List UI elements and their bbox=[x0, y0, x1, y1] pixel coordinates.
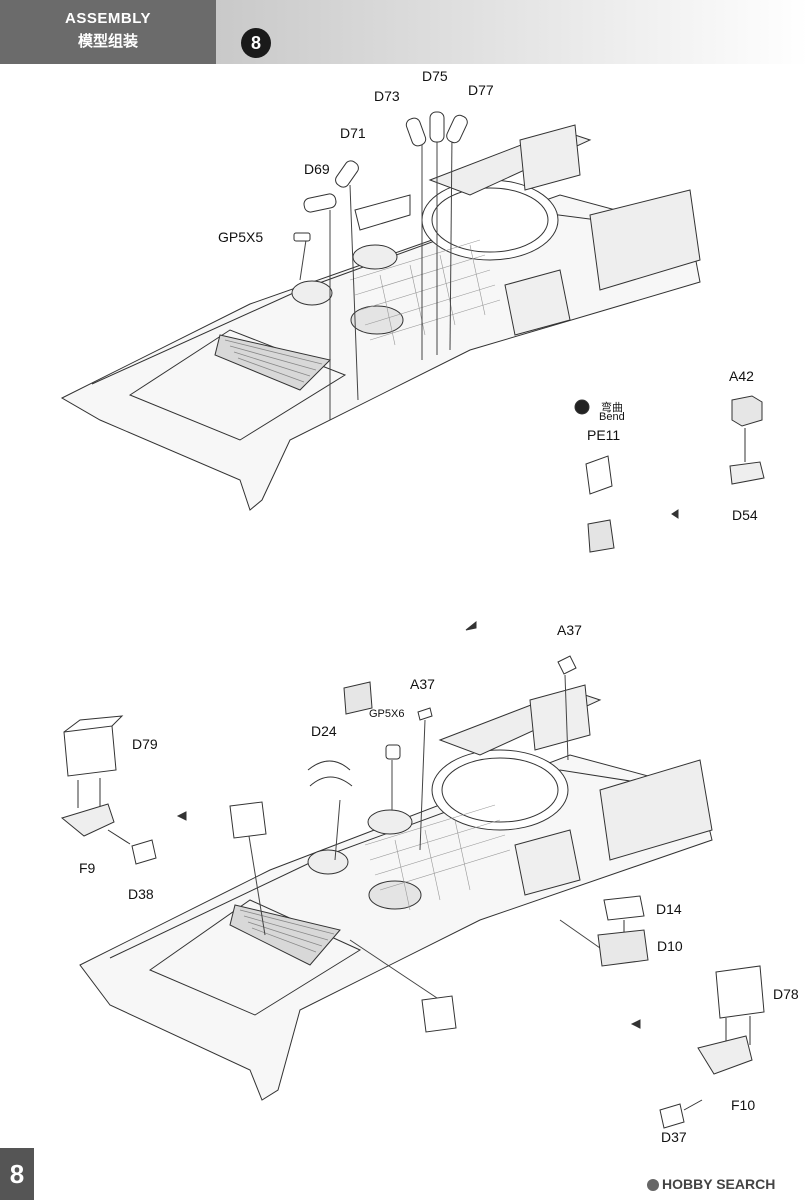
part-label-d37: D37 bbox=[661, 1129, 687, 1145]
upper-hull-drawing bbox=[60, 111, 701, 511]
header-title-cn: 模型组装 bbox=[77, 33, 138, 50]
lower-hull-drawing bbox=[79, 655, 713, 1101]
lower-left-subassembly-drawing bbox=[60, 620, 477, 865]
part-label-d14: D14 bbox=[656, 901, 682, 917]
step-number-badge: 8 bbox=[241, 28, 271, 58]
part-label-gp5x5: GP5X5 bbox=[218, 229, 264, 245]
part-label-d77: D77 bbox=[468, 82, 494, 98]
part-label-gp5x6: GP5X6 bbox=[369, 708, 405, 720]
part-label-d10: D10 bbox=[657, 938, 683, 954]
part-label-a37-right: A37 bbox=[557, 622, 582, 638]
part-label-f9: F9 bbox=[79, 860, 96, 876]
part-label-d69: D69 bbox=[304, 161, 330, 177]
lower-right-subassembly-drawing bbox=[597, 895, 765, 1129]
bend-label-cn: 弯曲 bbox=[601, 402, 623, 414]
part-label-d71: D71 bbox=[340, 125, 366, 141]
hobby-search-watermark: HOBBY SEARCH bbox=[647, 1176, 775, 1192]
part-label-f10: F10 bbox=[731, 1097, 756, 1113]
upper-subassembly-drawing bbox=[574, 395, 765, 553]
part-label-a42: A42 bbox=[729, 368, 754, 384]
part-label-d54: D54 bbox=[732, 507, 758, 523]
part-label-d78: D78 bbox=[773, 986, 799, 1002]
bend-label-en: Bend bbox=[599, 411, 625, 423]
part-label-d79: D79 bbox=[132, 736, 158, 752]
part-label-d75: D75 bbox=[422, 68, 448, 84]
part-label-pe11: PE11 bbox=[587, 427, 621, 443]
part-label-d38: D38 bbox=[128, 886, 154, 902]
part-label-d73: D73 bbox=[374, 88, 400, 104]
assembly-header: ASSEMBLY 模型组装 8 bbox=[0, 0, 809, 64]
header-title-en: ASSEMBLY bbox=[65, 10, 151, 27]
part-label-d24: D24 bbox=[311, 723, 337, 739]
header-title-block bbox=[0, 0, 216, 64]
page-number: 8 bbox=[0, 1148, 34, 1200]
watermark-text: HOBBY SEARCH bbox=[662, 1176, 776, 1192]
header-gradient-bar bbox=[216, 0, 809, 64]
part-label-a37-left: A37 bbox=[410, 676, 435, 692]
hobby-search-logo-icon bbox=[647, 1179, 659, 1192]
